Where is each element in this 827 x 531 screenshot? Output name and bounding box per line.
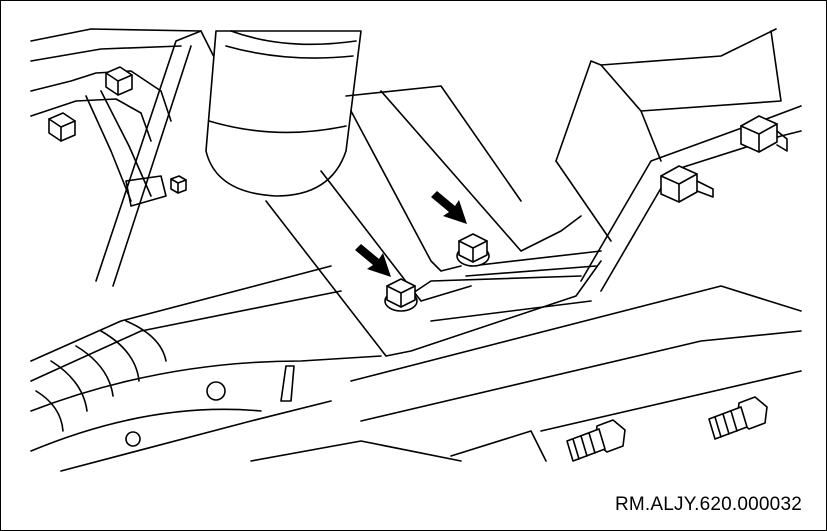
reference-code: RM.ALJY.620.000032 xyxy=(614,494,802,515)
bolt-icon xyxy=(456,233,490,267)
lower-left-frame xyxy=(30,265,382,472)
bolt-icon xyxy=(740,115,788,153)
left-bolts xyxy=(48,66,187,194)
bolt-icon xyxy=(170,175,187,194)
bolt-icon xyxy=(384,278,418,312)
crossmember xyxy=(265,85,602,357)
arrow-icon xyxy=(431,191,467,224)
diagonal-strut xyxy=(95,30,202,287)
bolt-icon xyxy=(660,165,714,203)
arrow-icon xyxy=(355,244,391,277)
bolt-icon xyxy=(566,419,626,462)
bolt-icon xyxy=(708,396,768,440)
loose-bolts xyxy=(566,396,768,462)
shock-absorber xyxy=(205,30,362,197)
right-bracket xyxy=(555,28,802,292)
right-bolts xyxy=(660,115,788,203)
bolt-icon xyxy=(48,112,76,142)
lower-right-rail xyxy=(250,285,802,462)
indicated-bolts xyxy=(384,233,490,312)
bolt-icon xyxy=(105,66,133,96)
